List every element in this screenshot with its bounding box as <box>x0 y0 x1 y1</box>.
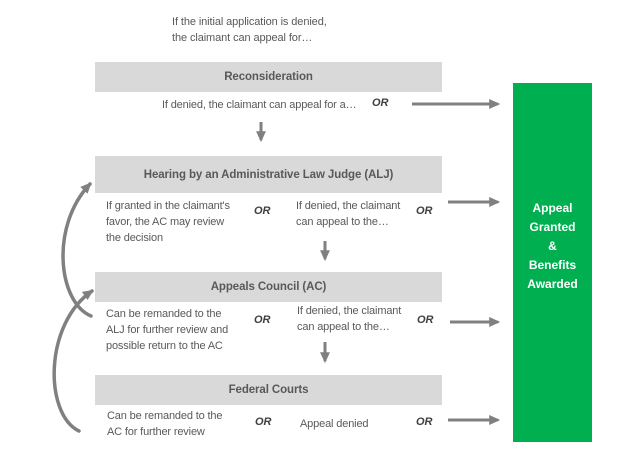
or-label: OR <box>417 314 434 326</box>
alj-granted-text: If granted in the claimant's favor, the … <box>106 198 230 246</box>
or-label: OR <box>416 416 433 428</box>
or-label: OR <box>254 205 271 217</box>
stage-box-federal-courts: Federal Courts <box>95 375 442 405</box>
alj-denied-line-1: If denied, the claimant <box>296 200 401 212</box>
intro-line-1: If the initial application is denied, <box>172 16 327 28</box>
curved-remand-arrow-to-ac-icon <box>52 289 94 433</box>
ac-remand-line-2: ALJ for further review and <box>106 324 229 336</box>
federal-remand-line-1: Can be remanded to the <box>107 410 223 422</box>
outcome-line-4: Benefits <box>528 258 577 272</box>
outcome-line-3: & <box>548 239 557 253</box>
alj-granted-line-3: the decision <box>106 232 163 244</box>
or-label: OR <box>416 205 433 217</box>
alj-denied-line-2: can appeal to the… <box>296 216 389 228</box>
stage-box-reconsideration: Reconsideration <box>95 62 442 92</box>
or-label: OR <box>254 314 271 326</box>
stage-title-reconsideration: Reconsideration <box>224 71 313 83</box>
or-label: OR <box>255 416 272 428</box>
ac-remand-line-3: possible return to the AC <box>106 340 223 352</box>
stage-title-federal-courts: Federal Courts <box>228 384 309 396</box>
intro-line-2: the claimant can appeal for… <box>172 32 313 44</box>
federal-remand-text: Can be remanded to the AC for further re… <box>107 408 222 440</box>
alj-granted-line-2: favor, the AC may review <box>106 216 225 228</box>
or-label: OR <box>372 97 389 109</box>
federal-remand-line-2: AC for further review <box>107 426 205 438</box>
outcome-line-5: Awarded <box>527 277 578 291</box>
outcome-line-1: Appeal <box>532 201 573 215</box>
stage-title-appeals-council: Appeals Council (AC) <box>210 281 327 293</box>
stage-title-alj-hearing: Hearing by an Administrative Law Judge (… <box>143 168 394 181</box>
ac-remand-text: Can be remanded to the ALJ for further r… <box>106 306 228 354</box>
curved-remand-arrow-to-alj-icon <box>61 182 93 318</box>
stage-box-appeals-council: Appeals Council (AC) <box>95 272 442 302</box>
outcome-line-2: Granted <box>529 220 576 234</box>
stage-box-alj-hearing: Hearing by an Administrative Law Judge (… <box>95 156 442 193</box>
outcome-box-appeal-granted: Appeal Granted & Benefits Awarded <box>513 83 592 442</box>
reconsideration-appeal-text: If denied, the claimant can appeal for a… <box>162 99 357 111</box>
ac-remand-line-1: Can be remanded to the <box>106 308 222 320</box>
intro-text: If the initial application is denied, th… <box>172 14 327 46</box>
ac-denied-text: If denied, the claimant can appeal to th… <box>297 303 401 335</box>
alj-denied-text: If denied, the claimant can appeal to th… <box>296 198 400 230</box>
ac-denied-line-1: If denied, the claimant <box>297 305 402 317</box>
ac-denied-line-2: can appeal to the… <box>297 321 390 333</box>
alj-granted-line-1: If granted in the claimant's <box>106 200 230 212</box>
federal-denied-text: Appeal denied <box>300 418 369 430</box>
